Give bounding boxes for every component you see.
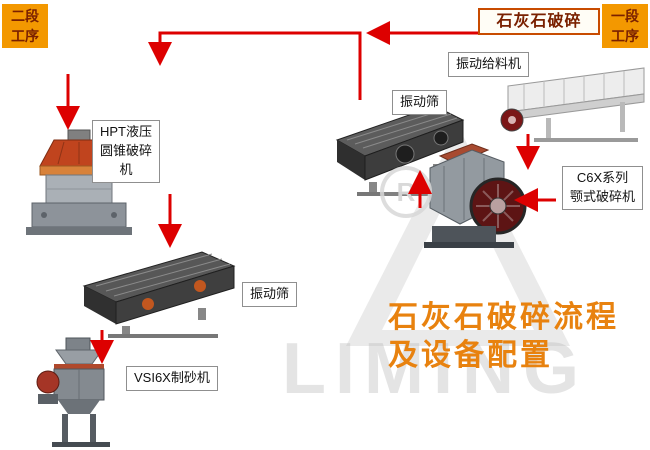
arrow-screen-to-stage2 bbox=[148, 31, 362, 100]
jaw-crusher-image bbox=[424, 143, 527, 248]
stage-badge-first: 一段 工序 bbox=[602, 4, 648, 48]
label-jaw-crusher: C6X系列 颚式破碎机 bbox=[562, 166, 644, 210]
label-vibrating-feeder: 振动给料机 bbox=[448, 52, 530, 77]
vsi-sand-maker-image bbox=[36, 337, 110, 447]
vibrating-screen-bottom-image bbox=[82, 251, 236, 338]
liming-watermark-text: LIMING bbox=[282, 329, 588, 409]
label-vibrating-screen-bottom: 振动筛 bbox=[242, 282, 298, 307]
vibrating-screen-top-image bbox=[335, 105, 465, 196]
label-cone-crusher: HPT液压 圆锥破碎 机 bbox=[92, 120, 161, 183]
stage-badge-second: 二段 工序 bbox=[2, 4, 48, 48]
vibrating-feeder-image bbox=[500, 67, 645, 142]
registered-trademark-icon: R bbox=[380, 166, 432, 218]
diagram-title-line2: 及设备配置 bbox=[388, 339, 553, 372]
limestone-source-box: 石灰石破碎 bbox=[478, 8, 600, 35]
diagram-title-line1: 石灰石破碎流程 bbox=[388, 301, 619, 334]
label-sand-maker: VSI6X制砂机 bbox=[126, 366, 218, 391]
label-vibrating-screen-top: 振动筛 bbox=[392, 90, 448, 115]
